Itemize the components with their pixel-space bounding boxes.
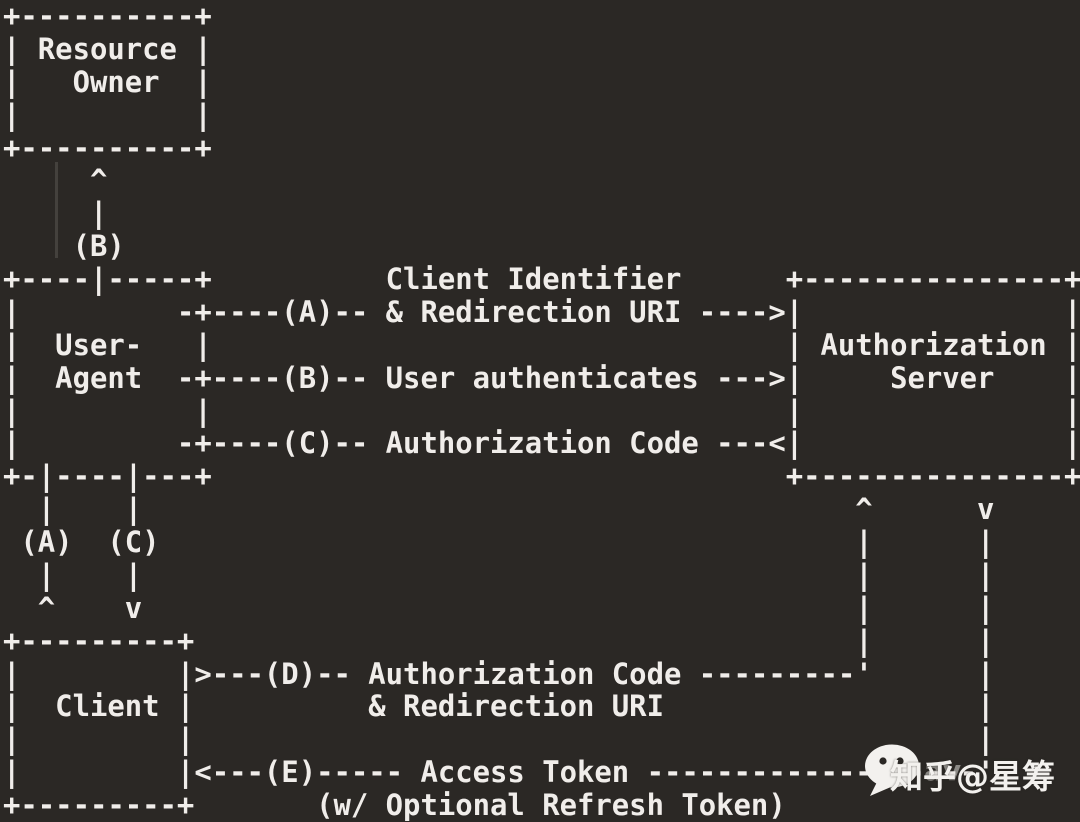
faint-artifact-line <box>55 162 58 258</box>
watermark-ghost-text: av <box>924 754 962 787</box>
watermark: av 知乎@星筹 <box>858 738 1058 804</box>
watermark-text: 知乎@星筹 <box>890 757 1055 796</box>
oauth-flow-ascii-diagram: +----------+ | Resource | | Owner | | | … <box>3 0 1080 822</box>
wechat-icon <box>865 744 919 796</box>
